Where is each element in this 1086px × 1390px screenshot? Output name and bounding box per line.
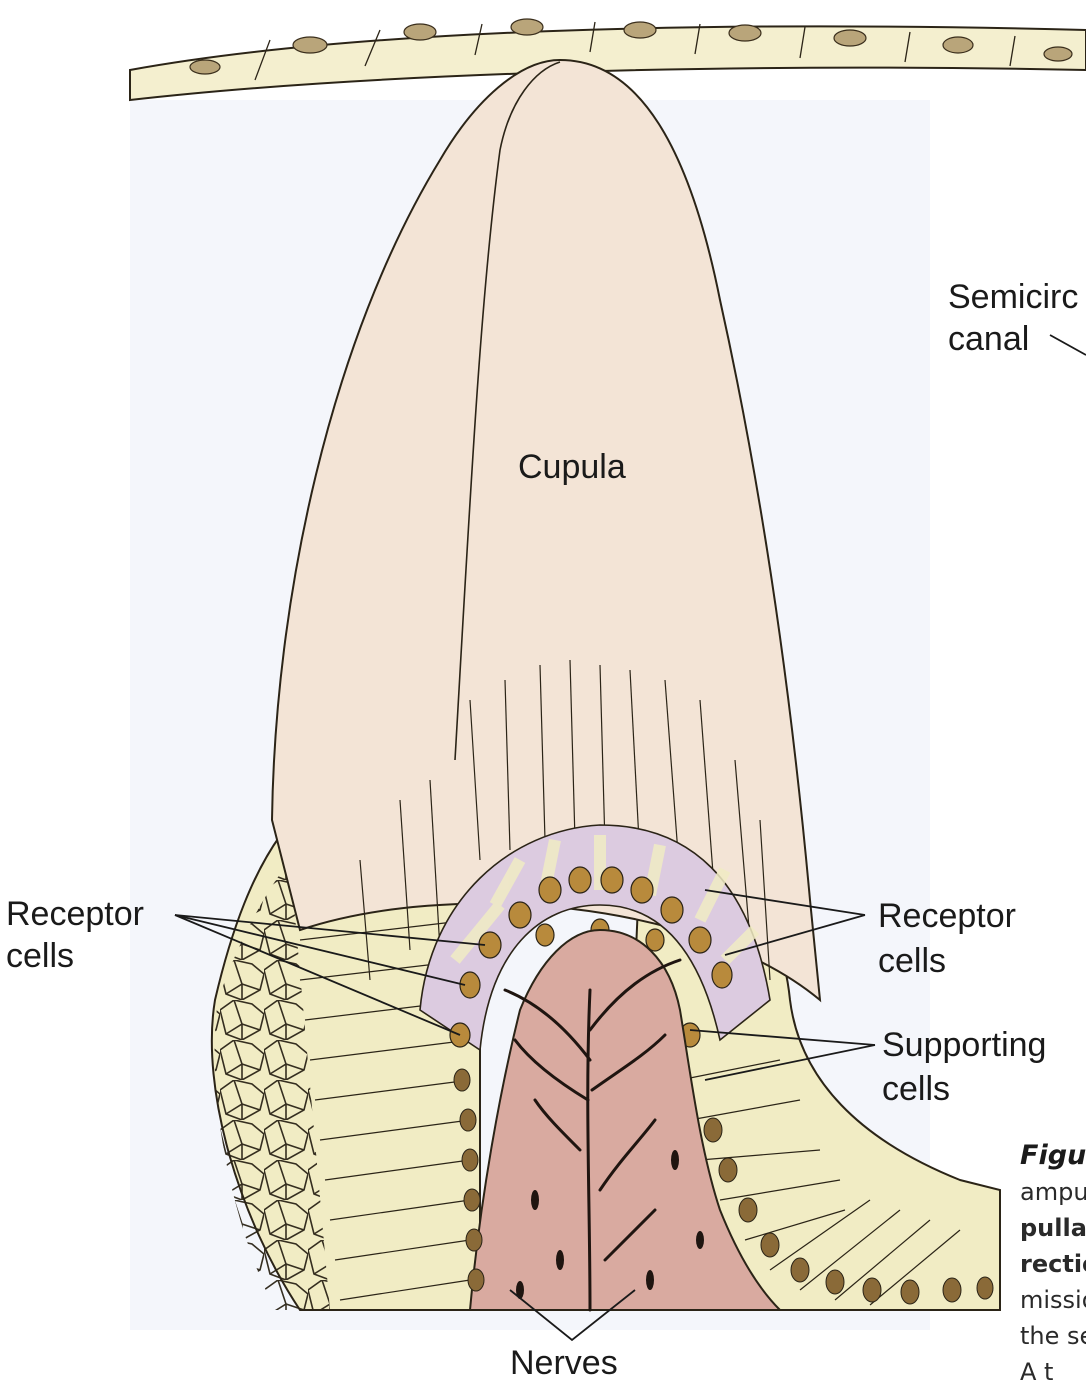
- receptor-cells-right-label-line2: cells: [878, 940, 946, 982]
- supporting-cells-label-line2: cells: [882, 1068, 950, 1110]
- supporting-cells-label-line1: Supporting: [882, 1024, 1046, 1066]
- semicircular-leader: [1050, 335, 1086, 355]
- figure-caption-line7: A t: [1020, 1354, 1053, 1390]
- figure-caption-line1: Figu: [1020, 1138, 1086, 1174]
- figure-caption-line4: rectio: [1020, 1246, 1086, 1282]
- receptor-cells-right-label-line1: Receptor: [878, 895, 1016, 937]
- semicircular-canal-label-line1: Semicirc: [948, 276, 1078, 318]
- figure-caption-line3: pulla: [1020, 1210, 1086, 1246]
- figure-caption-line6: the se: [1020, 1318, 1086, 1354]
- nerves-label: Nerves: [510, 1342, 618, 1384]
- figure-caption-line2: ampu: [1020, 1174, 1086, 1210]
- semicircular-canal-label-line2: canal: [948, 318, 1029, 360]
- receptor-cells-left-label-line1: Receptor: [6, 893, 144, 935]
- cupula-label: Cupula: [518, 446, 626, 488]
- figure-caption-line5: missio: [1020, 1282, 1086, 1318]
- receptor-cells-left-label-line2: cells: [6, 935, 74, 977]
